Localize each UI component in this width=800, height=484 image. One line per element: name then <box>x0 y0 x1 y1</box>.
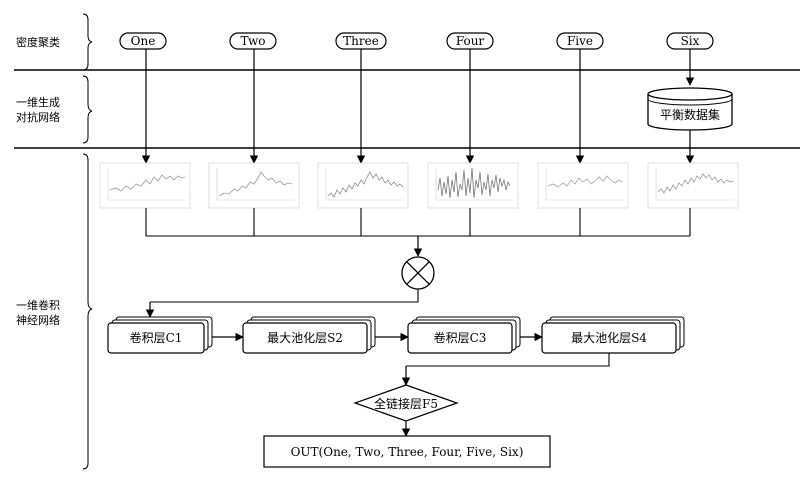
brace <box>82 75 93 144</box>
cnn-layer-c3: 卷积层C3 <box>407 316 521 354</box>
cluster-four: Four <box>446 32 494 50</box>
section-label-gan: 对抗网络 <box>16 110 60 124</box>
cnn-layer-s2: 最大池化层S2 <box>242 316 376 354</box>
signal-line <box>547 175 623 188</box>
cnn-layer-label: 卷积层C1 <box>130 330 183 345</box>
cluster-five: Five <box>556 32 604 50</box>
cluster-label: Six <box>681 34 700 48</box>
cluster-label: Two <box>240 34 265 48</box>
signal-thumbnail <box>99 162 191 209</box>
cluster-label: Three <box>343 34 379 48</box>
section-label-gan: 一维生成 <box>16 95 60 109</box>
signal-line <box>657 173 734 194</box>
cluster-two: Two <box>229 32 277 50</box>
cluster-one: One <box>119 32 167 50</box>
signal-line <box>437 167 511 199</box>
connector-line <box>406 353 610 367</box>
output-box: OUT(One, Two, Three, Four, Five, Six) <box>263 435 551 468</box>
fully-connected-label: 全链接层F5 <box>374 396 438 411</box>
database-cylinder-icon <box>647 87 733 131</box>
cluster-six: Six <box>666 32 714 50</box>
cluster-label: Five <box>567 34 593 48</box>
signal-thumbnail <box>317 162 409 209</box>
signal-thumbnail <box>647 162 739 209</box>
signal-thumbnail <box>208 162 300 209</box>
signal-line <box>109 174 186 192</box>
cluster-three: Three <box>335 32 387 50</box>
fully-connected-layer: 全链接层F5 <box>353 384 459 422</box>
brace <box>82 13 93 71</box>
section-label-cnn: 神经网络 <box>16 313 60 327</box>
cluster-label: One <box>131 34 156 48</box>
section-label-cnn: 一维卷积 <box>16 298 60 312</box>
cnn-layer-label: 卷积层C3 <box>434 330 487 345</box>
balanced-dataset-label: 平衡数据集 <box>660 107 720 122</box>
signal-thumbnail <box>537 162 629 209</box>
multiply-circle-icon <box>401 256 435 290</box>
section-label-clustering: 密度聚类 <box>16 35 60 49</box>
cnn-layer-c1: 卷积层C1 <box>107 316 213 354</box>
output-label: OUT(One, Two, Three, Four, Five, Six) <box>291 445 524 459</box>
cnn-layer-label: 最大池化层S2 <box>267 331 343 345</box>
balanced-dataset: 平衡数据集 <box>647 87 733 131</box>
brace <box>82 153 93 470</box>
cnn-layer-s4: 最大池化层S4 <box>541 316 685 354</box>
signal-line <box>327 171 404 198</box>
cnn-layer-label: 最大池化层S4 <box>571 331 647 345</box>
cluster-label: Four <box>456 34 485 48</box>
connector-line <box>150 289 419 303</box>
signal-line <box>218 171 293 197</box>
signal-thumbnail <box>427 162 519 209</box>
